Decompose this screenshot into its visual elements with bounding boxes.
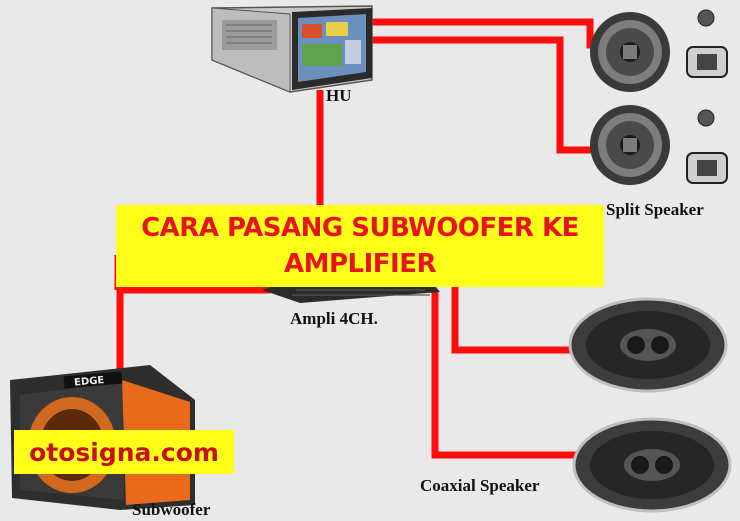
title-banner: CARA PASANG SUBWOOFER KE AMPLIFIER [116, 205, 604, 287]
coaxial-speaker-top [568, 297, 728, 393]
coaxial-speaker-bottom [572, 417, 732, 513]
title-line-2: AMPLIFIER [283, 249, 437, 279]
head-unit [211, 5, 373, 93]
wire-hu-split-2 [372, 36, 600, 154]
wire-amp-coax-2 [431, 290, 585, 459]
split-speaker-label: Split Speaker [606, 200, 704, 219]
amplifier-label: Ampli 4CH. [290, 309, 378, 328]
coaxial-speaker-label: Coaxial Speaker [420, 476, 540, 495]
subwoofer-label: Subwoofer [132, 500, 211, 519]
split-speaker-bottom [590, 105, 728, 185]
subwoofer-brand: EDGE [74, 375, 105, 389]
split-speaker-top [590, 9, 728, 92]
watermark-text: otosigna.com [29, 437, 219, 467]
wire-amp-coax-1 [451, 287, 585, 354]
head-unit-label: HU [326, 86, 352, 105]
title-line-1: CARA PASANG SUBWOOFER KE [141, 213, 579, 243]
watermark-banner: otosigna.com [14, 430, 234, 474]
wire-amp-sub [116, 286, 270, 375]
